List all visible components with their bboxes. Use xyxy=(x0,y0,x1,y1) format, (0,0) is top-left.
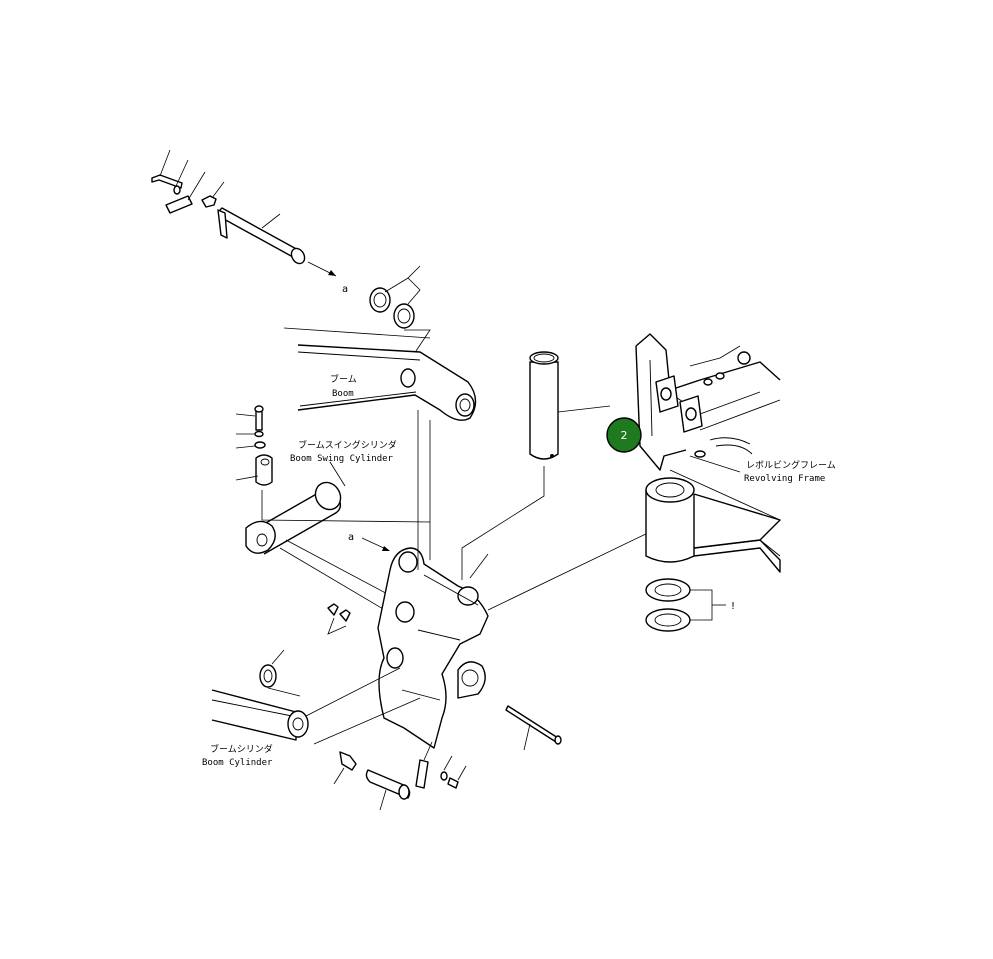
top-pin-assembly: a xyxy=(151,149,348,295)
boom-swing-cylinder-label-en: Boom Swing Cylinder xyxy=(290,454,394,464)
boom-label-en: Boom xyxy=(332,389,354,399)
upper-washers xyxy=(369,265,431,361)
boom-label-jp: ブーム xyxy=(330,373,357,385)
revolving-frame: レボルビングフレーム Revolving Frame xyxy=(635,333,836,521)
king-pin xyxy=(461,351,611,580)
shim-mark: ! xyxy=(730,601,736,612)
boom-swing-cylinder: ブームスイングシリンダ Boom Swing Cylinder xyxy=(245,439,431,617)
boom-swing-cylinder-label-jp: ブームスイングシリンダ xyxy=(298,439,397,451)
boom-cylinder-label-jp: ブームシリンダ xyxy=(210,743,273,755)
callout-2-label: 2 xyxy=(621,429,628,442)
boom-cylinder-label-en: Boom Cylinder xyxy=(202,758,273,768)
long-bolt xyxy=(505,705,562,751)
callout-2-hotspot[interactable]: 2 xyxy=(606,417,642,453)
swing-bracket: a xyxy=(348,410,651,749)
ref-a-top: a xyxy=(342,284,348,295)
revolving-frame-label-en: Revolving Frame xyxy=(744,474,825,484)
boom: ブーム Boom xyxy=(283,327,477,421)
boom-cylinder: ブームシリンダ Boom Cylinder xyxy=(202,649,421,768)
ref-a-mid: a xyxy=(348,532,354,543)
swing-cylinder-hardware xyxy=(235,405,273,486)
bracket-bolts xyxy=(327,603,351,635)
swing-post xyxy=(645,477,781,573)
shims: ! xyxy=(645,578,736,632)
revolving-frame-label-jp: レボルビングフレーム xyxy=(746,459,836,471)
bottom-pin-assembly xyxy=(333,741,467,811)
